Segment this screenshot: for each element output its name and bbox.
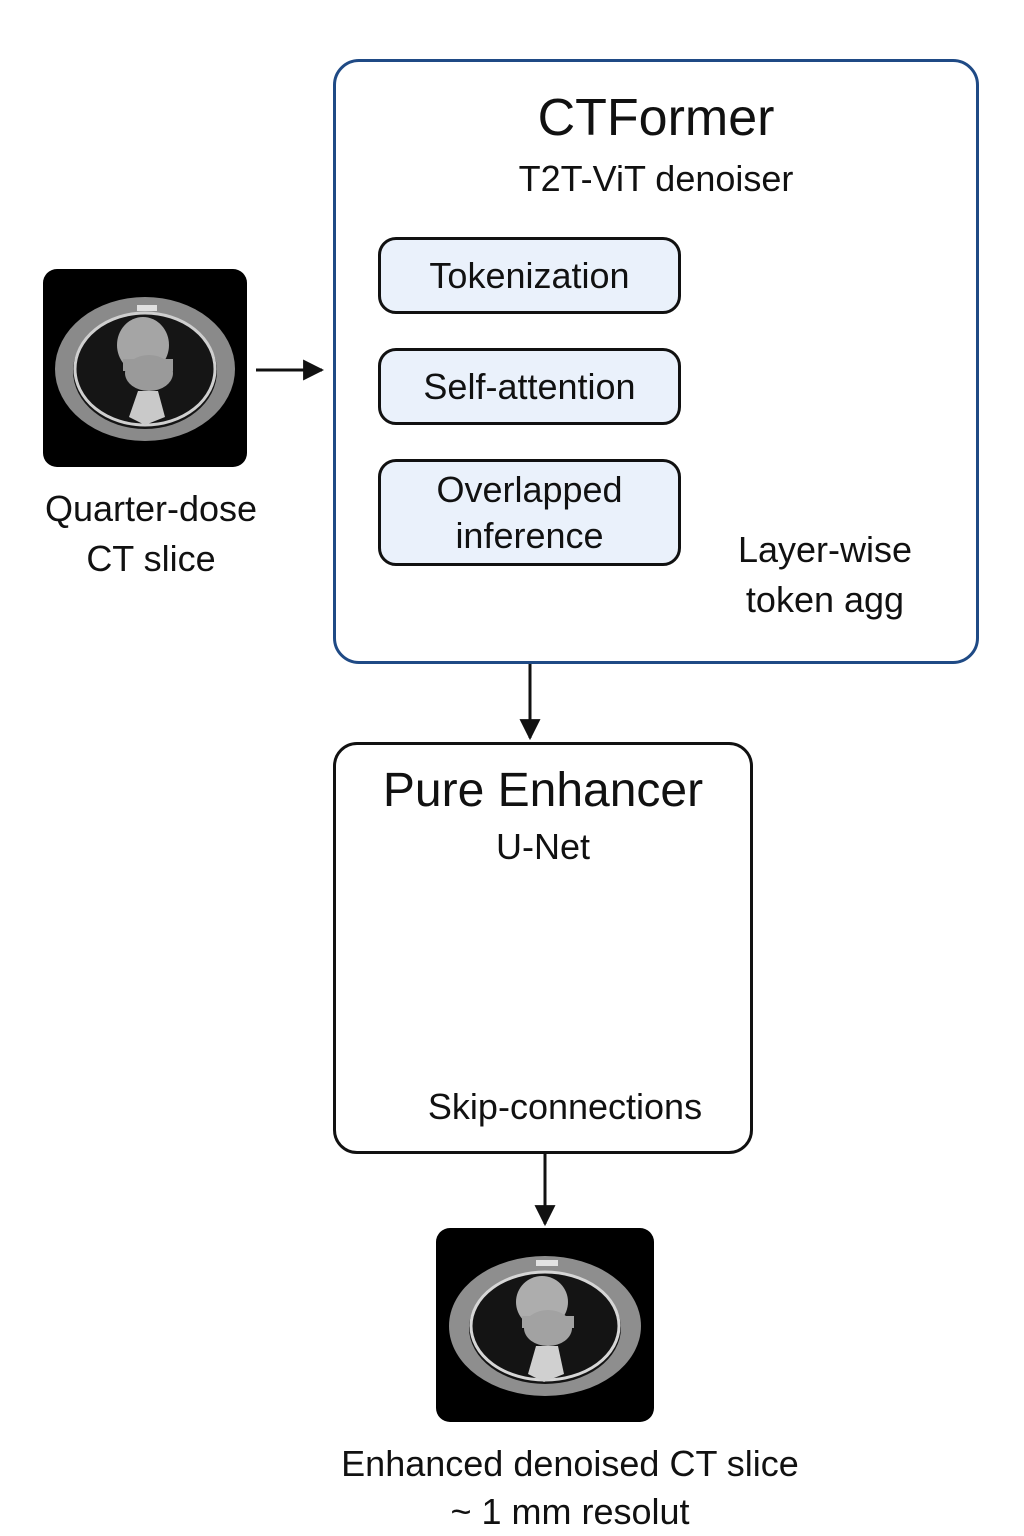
- enhancer-module: [333, 742, 753, 1154]
- output-caption-line1: Enhanced denoised CT slice: [341, 1443, 799, 1484]
- input-caption-line2: CT slice: [86, 538, 216, 579]
- input-caption: Quarter-dose CT slice: [10, 484, 292, 584]
- step-label: Self-attention: [423, 365, 636, 407]
- step-self-attention: Self-attention: [378, 348, 681, 425]
- output-caption-line2: ~ 1 mm resolut: [450, 1491, 690, 1532]
- skip-connections-caption: Skip-connections: [427, 1086, 703, 1127]
- step-label: Tokenization: [429, 254, 630, 296]
- enhancer-title: Pure Enhancer: [382, 764, 704, 817]
- output-ct-image: [436, 1228, 654, 1422]
- step-overlapped-inference: Overlapped inference: [378, 459, 681, 566]
- input-caption-line1: Quarter-dose: [44, 488, 258, 529]
- ct-scan-icon: [55, 297, 235, 441]
- aggregation-caption: Layer-wise token agg: [705, 525, 945, 625]
- enhancer-subtitle: U-Net: [495, 826, 590, 867]
- aggregation-caption-line1: Layer-wise: [737, 529, 913, 570]
- step-label: Overlapped inference: [436, 468, 623, 556]
- input-ct-image: [43, 269, 247, 467]
- output-caption: Enhanced denoised CT slice ~ 1 mm resolu…: [240, 1440, 900, 1536]
- ctformer-title: CTFormer: [537, 89, 775, 147]
- aggregation-caption-line2: token agg: [745, 579, 905, 620]
- ct-scan-icon: [449, 1256, 641, 1396]
- step-tokenization: Tokenization: [378, 237, 681, 314]
- ctformer-subtitle: T2T-ViT denoiser: [518, 158, 794, 199]
